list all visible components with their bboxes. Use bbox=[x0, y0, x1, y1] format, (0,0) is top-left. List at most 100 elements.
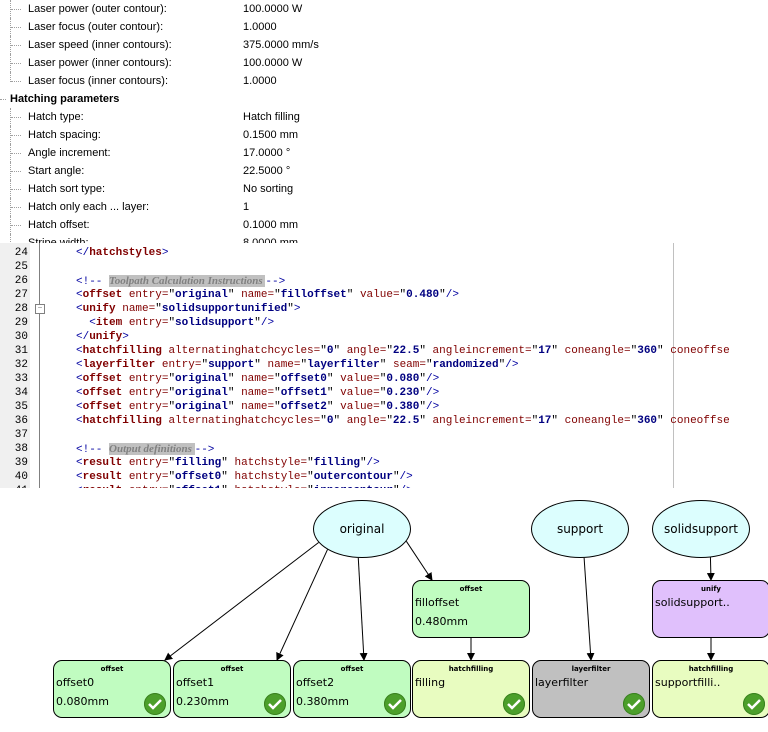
checkmark-icon bbox=[384, 693, 406, 715]
code-line[interactable]: 33<offset entry="original" name="offset0… bbox=[0, 372, 768, 386]
property-value[interactable]: Hatch filling bbox=[243, 111, 300, 123]
property-value[interactable]: 17.0000 ° bbox=[243, 147, 291, 159]
code-line[interactable]: 27<offset entry="original" name="filloff… bbox=[0, 288, 768, 302]
line-number: 36 bbox=[14, 415, 28, 427]
code-line[interactable]: 41 <result entry="offset1" hatchstyle="in… bbox=[0, 484, 768, 488]
code-text: </unify> bbox=[76, 331, 129, 343]
code-line[interactable]: 34<offset entry="original" name="offset1… bbox=[0, 386, 768, 400]
property-value[interactable]: 100.0000 W bbox=[243, 3, 303, 15]
input-node-support[interactable]: support bbox=[531, 500, 629, 558]
line-number: 39 bbox=[14, 457, 28, 469]
property-value[interactable]: 1 bbox=[243, 201, 250, 213]
property-row[interactable]: Laser power (inner contours):100.0000 W bbox=[0, 54, 768, 72]
edge-original-to-filloffset bbox=[405, 541, 433, 581]
tree-line bbox=[10, 72, 11, 82]
code-line[interactable]: 40<result entry="offset0" hatchstyle="ou… bbox=[0, 470, 768, 484]
property-row[interactable]: Start angle:22.5000 ° bbox=[0, 162, 768, 180]
node-type: hatchfilling bbox=[688, 665, 734, 673]
property-label: Laser power (outer contour): bbox=[28, 3, 167, 15]
edge-original-to-offset1 bbox=[276, 549, 328, 661]
code-line[interactable]: 32 <layerfilter entry="support" name="lay… bbox=[0, 358, 768, 372]
code-text: <unify name="solidsupportunified"> bbox=[76, 303, 301, 315]
line-number: 29 bbox=[14, 317, 28, 329]
property-value[interactable]: 22.5000 ° bbox=[243, 165, 291, 177]
code-line[interactable]: 38<!-- Output definitions --> bbox=[0, 442, 768, 456]
property-label: Hatch sort type: bbox=[28, 183, 106, 195]
code-line[interactable]: 35<offset entry="original" name="offset2… bbox=[0, 400, 768, 414]
property-value[interactable]: 100.0000 W bbox=[243, 57, 303, 69]
property-value[interactable]: 8.0000 mm bbox=[243, 237, 299, 243]
tree-branch bbox=[11, 117, 21, 118]
tree-line bbox=[10, 126, 11, 144]
property-row[interactable]: Laser focus (outer contour):1.0000 bbox=[0, 18, 768, 36]
property-row[interactable]: Hatch only each ... layer: 1 bbox=[0, 198, 768, 216]
property-label: Hatch type: bbox=[28, 111, 84, 123]
edge-original-to-offset2 bbox=[357, 557, 368, 661]
property-value[interactable]: 0.1500 mm bbox=[243, 129, 299, 141]
code-line[interactable]: 36<hatchfilling alternatinghatchcycles="… bbox=[0, 414, 768, 428]
input-node-solidsupport[interactable]: solidsupport bbox=[652, 500, 750, 558]
edge-solidsupport-to-unify bbox=[706, 557, 715, 581]
tree-line bbox=[10, 36, 11, 54]
group-hatching-parameters[interactable]: Hatching parameters bbox=[0, 90, 119, 108]
property-row[interactable]: Hatch offset: 0.1000 mm bbox=[0, 216, 768, 234]
property-row[interactable]: Stripe width: 8.0000 mm bbox=[0, 234, 768, 243]
code-text: <!-- Output definitions --> bbox=[76, 443, 215, 456]
edge-support-to-layerfilter bbox=[583, 557, 595, 661]
code-line[interactable]: 29 <item entry="solidsupport"/> bbox=[0, 316, 768, 330]
property-row[interactable]: Laser speed (inner contours):375.0000 mm… bbox=[0, 36, 768, 54]
fold-toggle-icon[interactable]: − bbox=[35, 304, 45, 314]
code-line[interactable]: 26<!-- Toolpath Calculation Instructions… bbox=[0, 274, 768, 288]
code-text: <layerfilter entry="support" name="layer… bbox=[76, 359, 519, 371]
code-line[interactable]: 39<result entry="filling" hatchstyle="fi… bbox=[0, 456, 768, 470]
code-line[interactable]: 31<hatchfilling alternatinghatchcycles="… bbox=[0, 344, 768, 358]
code-line[interactable]: 25 bbox=[0, 260, 768, 274]
property-value[interactable]: 1.0000 bbox=[243, 75, 277, 87]
line-number: 32 bbox=[14, 359, 28, 371]
line-number: 41 bbox=[0, 484, 28, 488]
property-value[interactable]: No sorting bbox=[243, 183, 294, 195]
node-name: filling bbox=[415, 676, 446, 689]
code-line[interactable]: 30</unify> bbox=[0, 330, 768, 344]
tree-branch bbox=[11, 153, 21, 154]
code-text: <result entry="offset1" hatchstyle="inne… bbox=[76, 484, 413, 488]
tree-branch bbox=[11, 189, 21, 190]
code-text: <result entry="offset0" hatchstyle="oute… bbox=[76, 471, 413, 483]
property-row[interactable]: Laser focus (inner contours):1.0000 bbox=[0, 72, 768, 90]
code-text: <hatchfilling alternatinghatchcycles="0"… bbox=[76, 345, 730, 357]
property-row[interactable]: Hatch type: Hatch filling bbox=[0, 108, 768, 126]
code-line[interactable]: 24</hatchstyles> bbox=[0, 246, 768, 260]
fold-margin bbox=[39, 243, 40, 488]
checkmark-icon bbox=[144, 693, 166, 715]
property-row[interactable]: Hatch sort type: No sorting bbox=[0, 180, 768, 198]
property-label: Stripe width: bbox=[28, 237, 89, 243]
property-row[interactable]: Angle increment:17.0000 ° bbox=[0, 144, 768, 162]
property-label: Hatch spacing: bbox=[28, 129, 101, 141]
property-row[interactable]: Laser power (outer contour): 100.0000 W bbox=[0, 0, 768, 18]
node-name: layerfilter bbox=[535, 676, 589, 689]
property-label: Hatch only each ... layer: bbox=[28, 201, 150, 213]
tree-branch bbox=[0, 99, 6, 100]
property-value[interactable]: 375.0000 mm/s bbox=[243, 39, 319, 51]
line-number: 27 bbox=[14, 289, 28, 301]
property-value[interactable]: 1.0000 bbox=[243, 21, 277, 33]
property-value[interactable]: 0.1000 mm bbox=[243, 219, 299, 231]
tree-branch bbox=[11, 225, 21, 226]
tree-branch bbox=[11, 27, 21, 28]
property-label: Hatch offset: bbox=[28, 219, 90, 231]
input-node-original[interactable]: original bbox=[313, 500, 411, 558]
property-row[interactable]: Hatch spacing: 0.1500 mm bbox=[0, 126, 768, 144]
tree-line bbox=[10, 198, 11, 216]
code-line[interactable]: 37 bbox=[0, 428, 768, 442]
code-line[interactable]: 28−<unify name="solidsupportunified"> bbox=[0, 302, 768, 316]
